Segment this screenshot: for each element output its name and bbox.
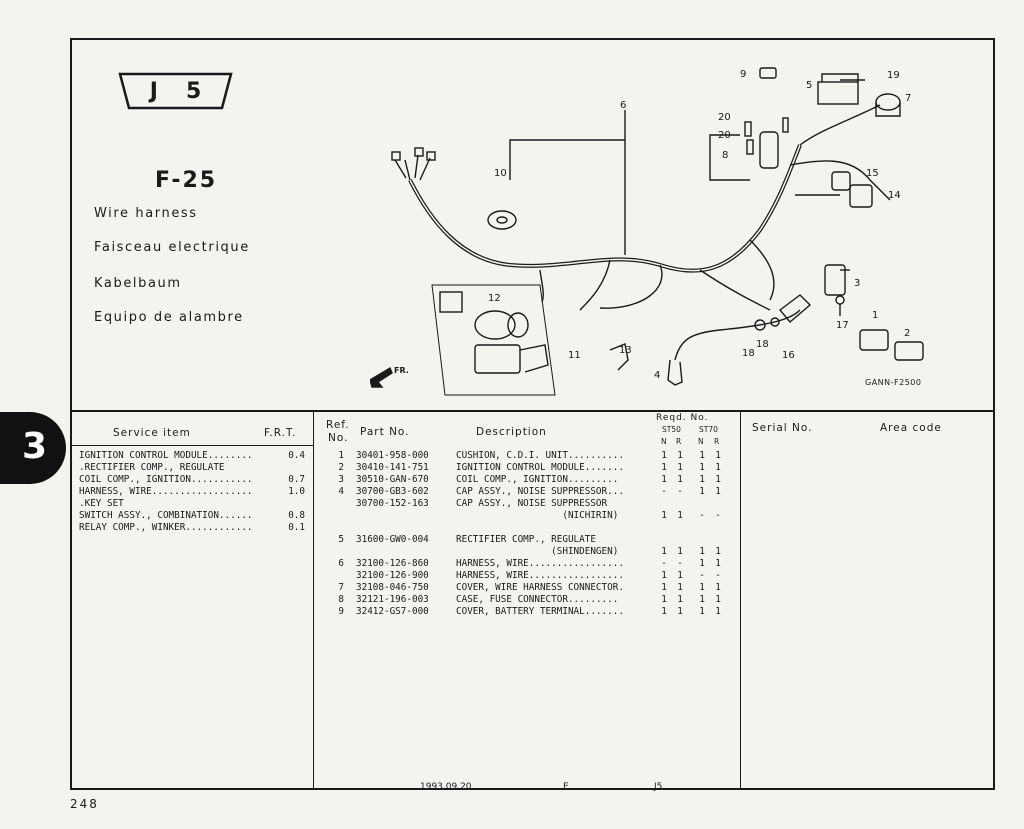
service-row: IGNITION CONTROL MODULE........0.4 <box>79 450 305 461</box>
callout-8: 8 <box>722 150 728 161</box>
frt-header: F.R.T. <box>264 427 297 439</box>
st70-header: ST70 <box>699 425 718 434</box>
wire-harness-diagram: 9 19 5 7 6 20 20 8 10 15 14 3 12 17 1 2 … <box>370 67 924 396</box>
title-german: Kabelbaum <box>94 276 182 291</box>
title-english: Wire harness <box>94 206 198 221</box>
area-code-header: Area code <box>880 422 942 434</box>
title-french: Faisceau electrique <box>94 240 250 255</box>
callout-19: 19 <box>887 70 900 81</box>
callout-18: 18 <box>742 348 755 359</box>
service-row: .RECTIFIER COMP., REGULATE <box>79 462 225 473</box>
callout-18b: 18 <box>756 339 769 350</box>
footer-lang: E <box>563 782 569 792</box>
col-n1: N <box>661 437 667 446</box>
service-row: RELAY COMP., WINKER............0.1 <box>79 522 305 533</box>
callout-12: 12 <box>488 293 501 304</box>
callout-4: 4 <box>654 370 660 381</box>
callout-6: 6 <box>620 100 626 111</box>
callout-15: 15 <box>866 168 879 179</box>
service-row: HARNESS, WIRE..................1.0 <box>79 486 305 497</box>
footer-code: J5 <box>654 782 663 792</box>
callout-20b: 20 <box>718 130 731 141</box>
part-no-header: Part No. <box>360 426 410 438</box>
service-row: COIL COMP., IGNITION...........0.7 <box>79 474 305 485</box>
footer-date: 1993.09.20 <box>420 782 472 792</box>
ref-header: Ref. <box>326 419 350 431</box>
callout-2: 2 <box>904 328 910 339</box>
drawing-code: GANN-F2500 <box>865 378 922 387</box>
callout-7: 7 <box>905 93 911 104</box>
section-tab: 3 <box>0 412 66 484</box>
col-r2: R <box>714 437 720 446</box>
col-r1: R <box>676 437 682 446</box>
st50-header: ST50 <box>662 425 681 434</box>
callout-9: 9 <box>740 69 746 80</box>
section-badge: J 5 <box>118 70 233 112</box>
callout-17: 17 <box>836 320 849 331</box>
page-frame <box>70 38 995 790</box>
callout-10: 10 <box>494 168 507 179</box>
figure-code: F-25 <box>155 168 218 193</box>
ref-no-header: No. <box>328 432 349 444</box>
service-row: .KEY SET <box>79 498 124 509</box>
column-divider <box>740 410 741 790</box>
fr-direction-label: FR. <box>394 366 409 375</box>
callout-13: 13 <box>619 345 632 356</box>
serial-no-header: Serial No. <box>752 422 813 434</box>
reqd-header: Reqd. No. <box>656 413 709 423</box>
section-number: 3 <box>22 426 48 467</box>
callout-1: 1 <box>872 310 878 321</box>
callout-16: 16 <box>782 350 795 361</box>
callout-14: 14 <box>888 190 901 201</box>
page-number: 248 <box>70 797 99 811</box>
header-rule <box>70 445 313 446</box>
description-header: Description <box>476 426 547 438</box>
callout-3: 3 <box>854 278 860 289</box>
column-divider <box>313 410 314 790</box>
callout-11: 11 <box>568 350 581 361</box>
service-row: SWITCH ASSY., COMBINATION......0.8 <box>79 510 305 521</box>
service-item-header: Service item <box>113 427 191 439</box>
callout-20: 20 <box>718 112 731 123</box>
badge-number: 5 <box>185 78 202 104</box>
col-n2: N <box>698 437 704 446</box>
table-divider <box>70 410 995 412</box>
badge-letter: J <box>149 78 158 104</box>
callout-5: 5 <box>806 80 812 91</box>
title-spanish: Equipo de alambre <box>94 310 244 325</box>
